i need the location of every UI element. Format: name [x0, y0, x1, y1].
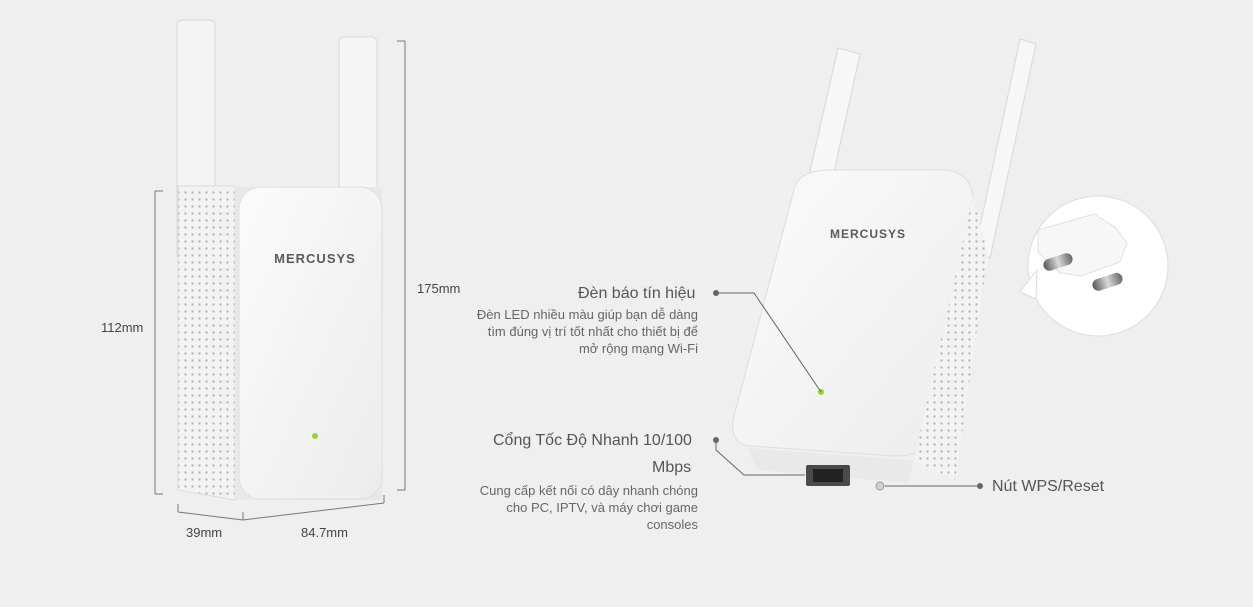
- port-callout-title-line-2: Mbps: [652, 459, 692, 476]
- led-callout-line: [716, 292, 822, 393]
- side-vents: [177, 185, 236, 501]
- ethernet-port-inner: [813, 469, 843, 482]
- plug-pin-right: [1092, 272, 1123, 291]
- dimension-lines: [154, 40, 406, 521]
- led-callout-dot: [713, 290, 719, 296]
- plug-inset: [1019, 195, 1169, 337]
- device-front-face: [238, 186, 383, 500]
- port-callout-line: [715, 440, 805, 476]
- width-label: 84.7mm: [301, 525, 348, 540]
- angled-view-device: [732, 38, 1037, 491]
- wps-callout-title: Nút WPS/Reset: [992, 478, 1105, 495]
- port-callout-dot: [713, 437, 719, 443]
- led-description-line: tìm đúng vị trí tốt nhất cho thiết bị để: [487, 324, 698, 339]
- led-description-line: mở rộng mạng Wi-Fi: [578, 341, 698, 356]
- wps-callout-dot: [977, 483, 983, 489]
- angled-right-antenna: [974, 38, 1037, 259]
- plug-inset-pointer: [1019, 268, 1038, 300]
- port-description-line: cho PC, IPTV, và máy chơi game: [506, 500, 698, 515]
- plug-pin-left: [1043, 253, 1073, 271]
- port-callout-title-line-1: Cổng Tốc Độ Nhanh 10/100: [493, 432, 692, 449]
- led-callout-title: Đèn báo tín hiệu: [578, 285, 696, 302]
- led-indicator: [312, 433, 318, 439]
- port-description-line: Cung cấp kết nối có dây nhanh chóng: [479, 483, 698, 498]
- wps-reset-button: [875, 481, 885, 491]
- callout-lines: [715, 292, 980, 487]
- device-logo: MERCUSYS: [274, 251, 356, 266]
- total-height-line: [397, 40, 406, 491]
- angled-device-logo: MERCUSYS: [830, 227, 906, 241]
- depth-line: [177, 504, 244, 521]
- depth-label: 39mm: [186, 525, 223, 540]
- port-description-line: consoles: [646, 517, 698, 532]
- port-callout-description: Cung cấp kết nối có dây nhanh chóng cho …: [455, 482, 698, 533]
- body-height-line: [154, 190, 163, 495]
- angled-side-vents: [914, 196, 988, 480]
- total-height-label: 175mm: [417, 281, 461, 296]
- callout-dots: [713, 290, 983, 489]
- led-callout-description: Đèn LED nhiều màu giúp bạn dễ dàng tìm đ…: [455, 306, 698, 357]
- body-height-label: 112mm: [101, 320, 144, 335]
- front-view-device: [176, 19, 383, 501]
- width-line: [242, 495, 385, 521]
- led-description-line: Đèn LED nhiều màu giúp bạn dễ dàng: [476, 307, 698, 322]
- angled-left-antenna: [807, 47, 861, 191]
